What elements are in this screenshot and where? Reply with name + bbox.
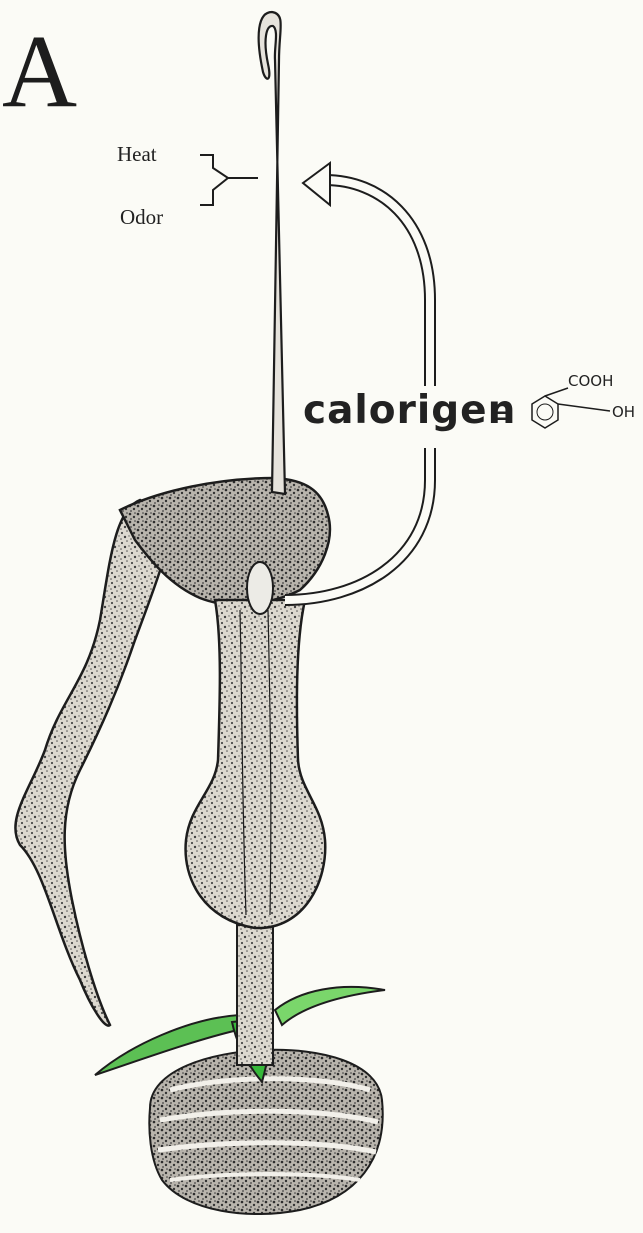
male-flower-zone — [247, 562, 273, 614]
odor-label: Odor — [120, 205, 163, 230]
cooh-label: COOH — [568, 372, 613, 390]
heat-odor-bracket — [200, 155, 258, 205]
calorigen-label: calorigen — [303, 388, 516, 433]
oh-label: OH — [612, 403, 635, 421]
floral-chamber — [186, 600, 326, 928]
panel-letter: A — [2, 20, 77, 124]
equals-sign: = — [490, 398, 515, 433]
heat-label: Heat — [117, 142, 157, 167]
salicylic-acid-structure — [532, 388, 610, 428]
appendix — [259, 12, 285, 494]
spathe — [15, 500, 175, 1026]
peduncle — [237, 925, 273, 1065]
corm — [149, 1050, 382, 1214]
